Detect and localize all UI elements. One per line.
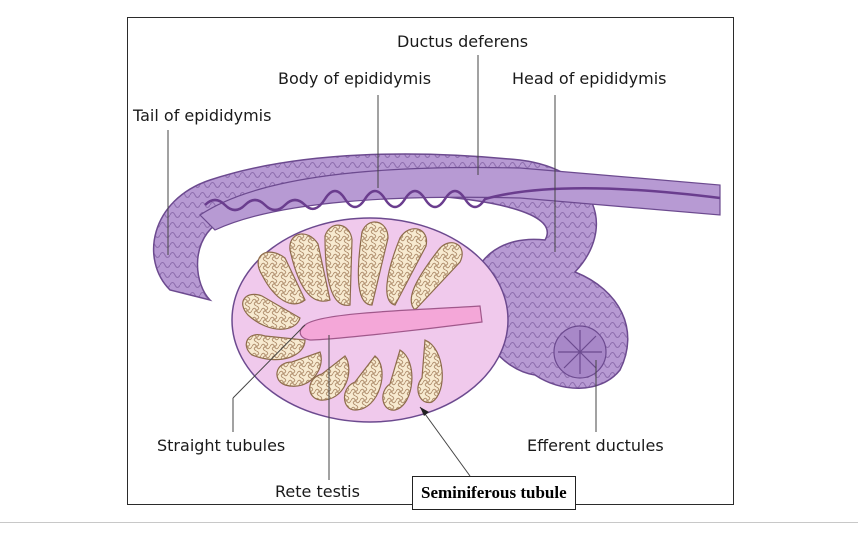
label-tail-of-epididymis: Tail of epididymis xyxy=(133,106,272,125)
label-head-of-epididymis: Head of epididymis xyxy=(512,69,667,88)
ductus-deferens-tube xyxy=(199,166,721,231)
label-seminiferous-tubule: Seminiferous tubule xyxy=(412,476,576,510)
efferent-ductules-rosette xyxy=(553,325,607,379)
epididymis-coils xyxy=(153,154,628,389)
ductus-deferens-line xyxy=(204,187,721,212)
leader-lines xyxy=(167,55,597,480)
label-straight-tubules: Straight tubules xyxy=(157,436,286,455)
label-rete-testis: Rete testis xyxy=(275,482,360,501)
seminiferous-arrowhead xyxy=(420,407,429,416)
label-ductus-deferens: Ductus deferens xyxy=(397,32,529,51)
label-efferent-ductules: Efferent ductules xyxy=(527,436,664,455)
bottom-divider xyxy=(0,522,858,523)
lobule-texture xyxy=(242,221,463,411)
label-body-of-epididymis: Body of epididymis xyxy=(278,69,432,88)
rete-testis-shape xyxy=(299,305,483,341)
